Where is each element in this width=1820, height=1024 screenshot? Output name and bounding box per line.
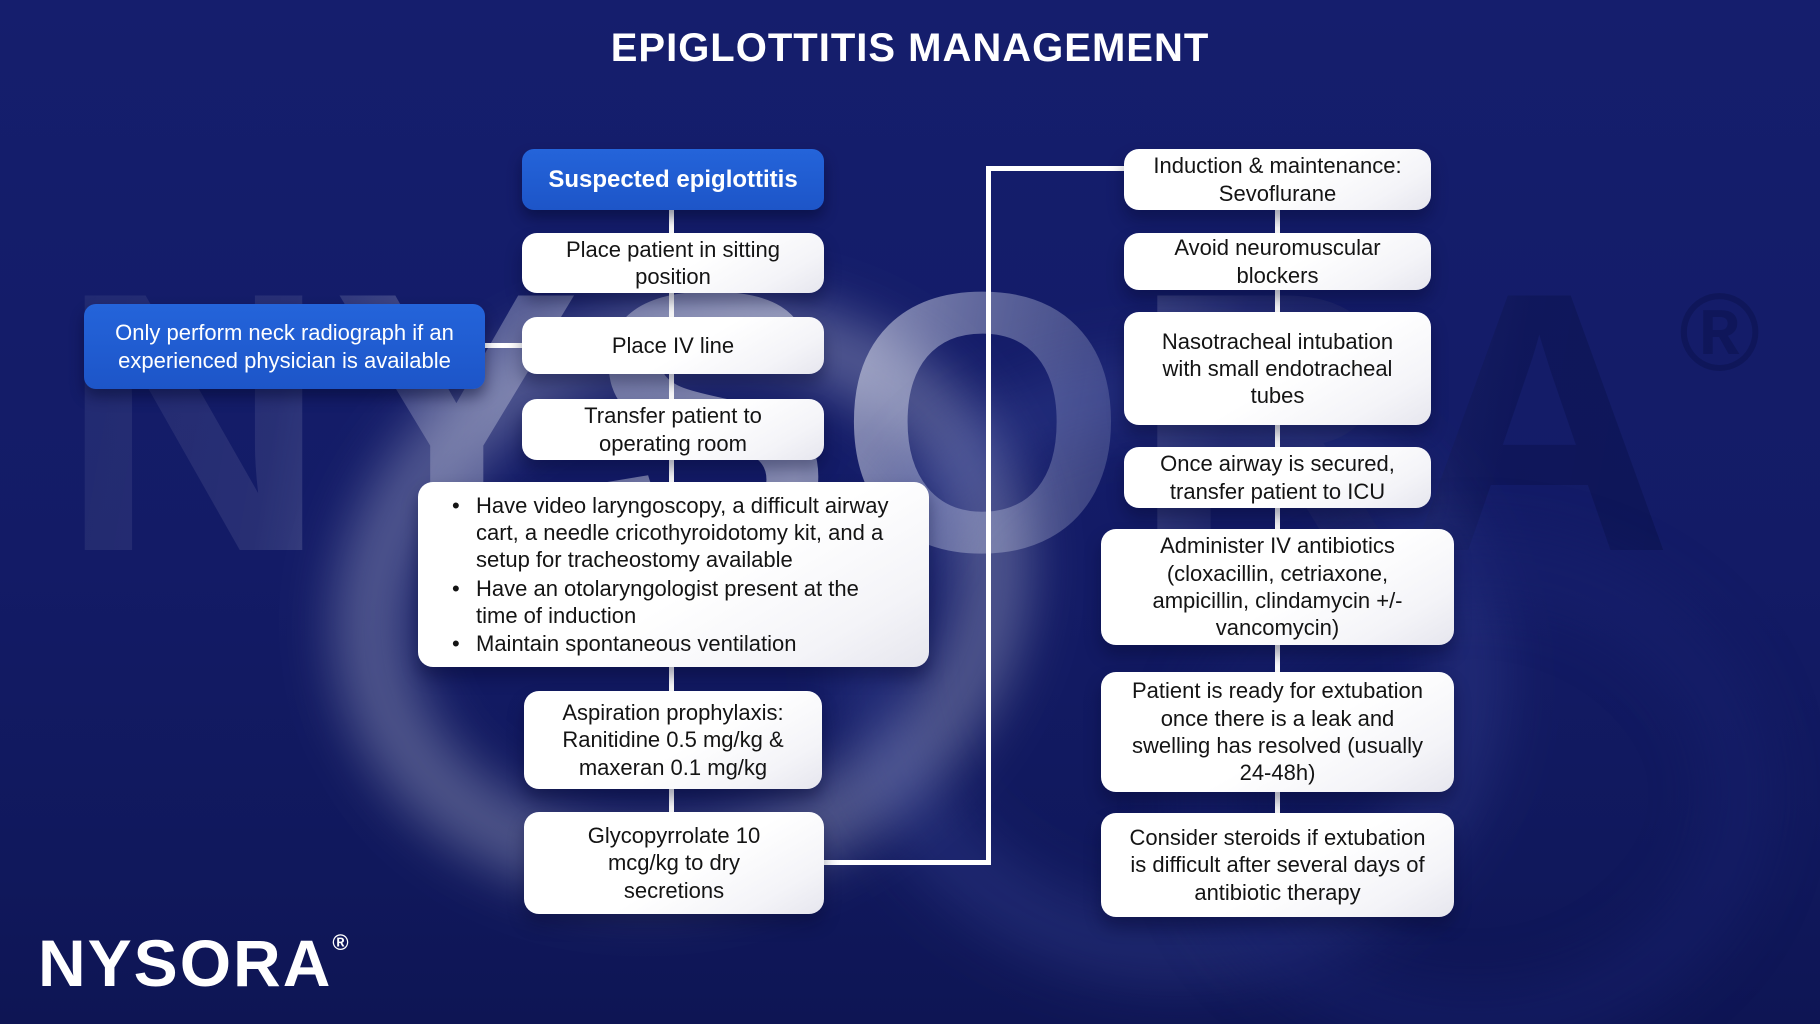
- connector-nasotracheal-icu: [1275, 424, 1280, 448]
- connector-blockers-nasotracheal: [1275, 289, 1280, 313]
- flow-box-transfer-or: Transfer patient to operating room: [522, 399, 824, 460]
- registered-trademark-icon: ®: [332, 930, 349, 955]
- connector-extubation-steroids: [1275, 791, 1280, 814]
- flow-box-or-preparation: Have video laryngoscopy, a difficult air…: [418, 482, 929, 667]
- flow-box-sitting-position: Place patient in sitting position: [522, 233, 824, 293]
- connector-antibiotics-extubation: [1275, 644, 1280, 673]
- preparation-item: Have video laryngoscopy, a difficult air…: [450, 492, 903, 574]
- connector-elbow-induction: [991, 166, 1124, 171]
- connector-iv-transfer: [669, 373, 674, 400]
- flow-box-nasotracheal-intubation: Nasotracheal intubation with small endot…: [1124, 312, 1431, 425]
- flow-box-suspected-epiglottitis: Suspected epiglottitis: [522, 149, 824, 210]
- connector-sitting-iv: [669, 292, 674, 318]
- connector-icu-antibiotics: [1275, 507, 1280, 530]
- registered-trademark-icon: ®: [1678, 271, 1761, 394]
- flow-box-aspiration-prophylaxis: Aspiration prophylaxis: Ranitidine 0.5 m…: [524, 691, 822, 789]
- flow-box-avoid-nm-blockers: Avoid neuromuscular blockers: [1124, 233, 1431, 290]
- flow-box-glycopyrrolate: Glycopyrrolate 10 mcg/kg to dry secretio…: [524, 812, 824, 914]
- flow-box-induction-sevoflurane: Induction & maintenance: Sevoflurane: [1124, 149, 1431, 210]
- flow-box-iv-antibiotics: Administer IV antibiotics (cloxacillin, …: [1101, 529, 1454, 645]
- connector-glycopyrrolate-elbow-bottom: [824, 860, 991, 865]
- preparation-item: Have an otolaryngologist present at the …: [450, 575, 903, 630]
- connector-induction-blockers: [1275, 210, 1280, 234]
- connector-elbow-vertical: [986, 166, 991, 865]
- connector-transfer-preparation: [669, 459, 674, 483]
- flow-box-neck-radiograph-callout: Only perform neck radiograph if an exper…: [84, 304, 485, 389]
- connector-aspiration-glycopyrrolate: [669, 788, 674, 813]
- nysora-logo-text: NYSORA: [38, 926, 333, 1000]
- nysora-logo: NYSORA®: [38, 930, 349, 996]
- connector-callout-iv: [484, 343, 524, 348]
- connector-preparation-aspiration: [669, 666, 674, 692]
- connector-suspected-sitting: [669, 210, 674, 234]
- flow-box-extubation-ready: Patient is ready for extubation once the…: [1101, 672, 1454, 792]
- flow-box-iv-line: Place IV line: [522, 317, 824, 374]
- flow-box-transfer-icu: Once airway is secured, transfer patient…: [1124, 447, 1431, 508]
- preparation-item: Maintain spontaneous ventilation: [450, 630, 903, 658]
- page-title: EPIGLOTTITIS MANAGEMENT: [610, 26, 1210, 70]
- preparation-list: Have video laryngoscopy, a difficult air…: [436, 491, 903, 659]
- flow-box-consider-steroids: Consider steroids if extubation is diffi…: [1101, 813, 1454, 917]
